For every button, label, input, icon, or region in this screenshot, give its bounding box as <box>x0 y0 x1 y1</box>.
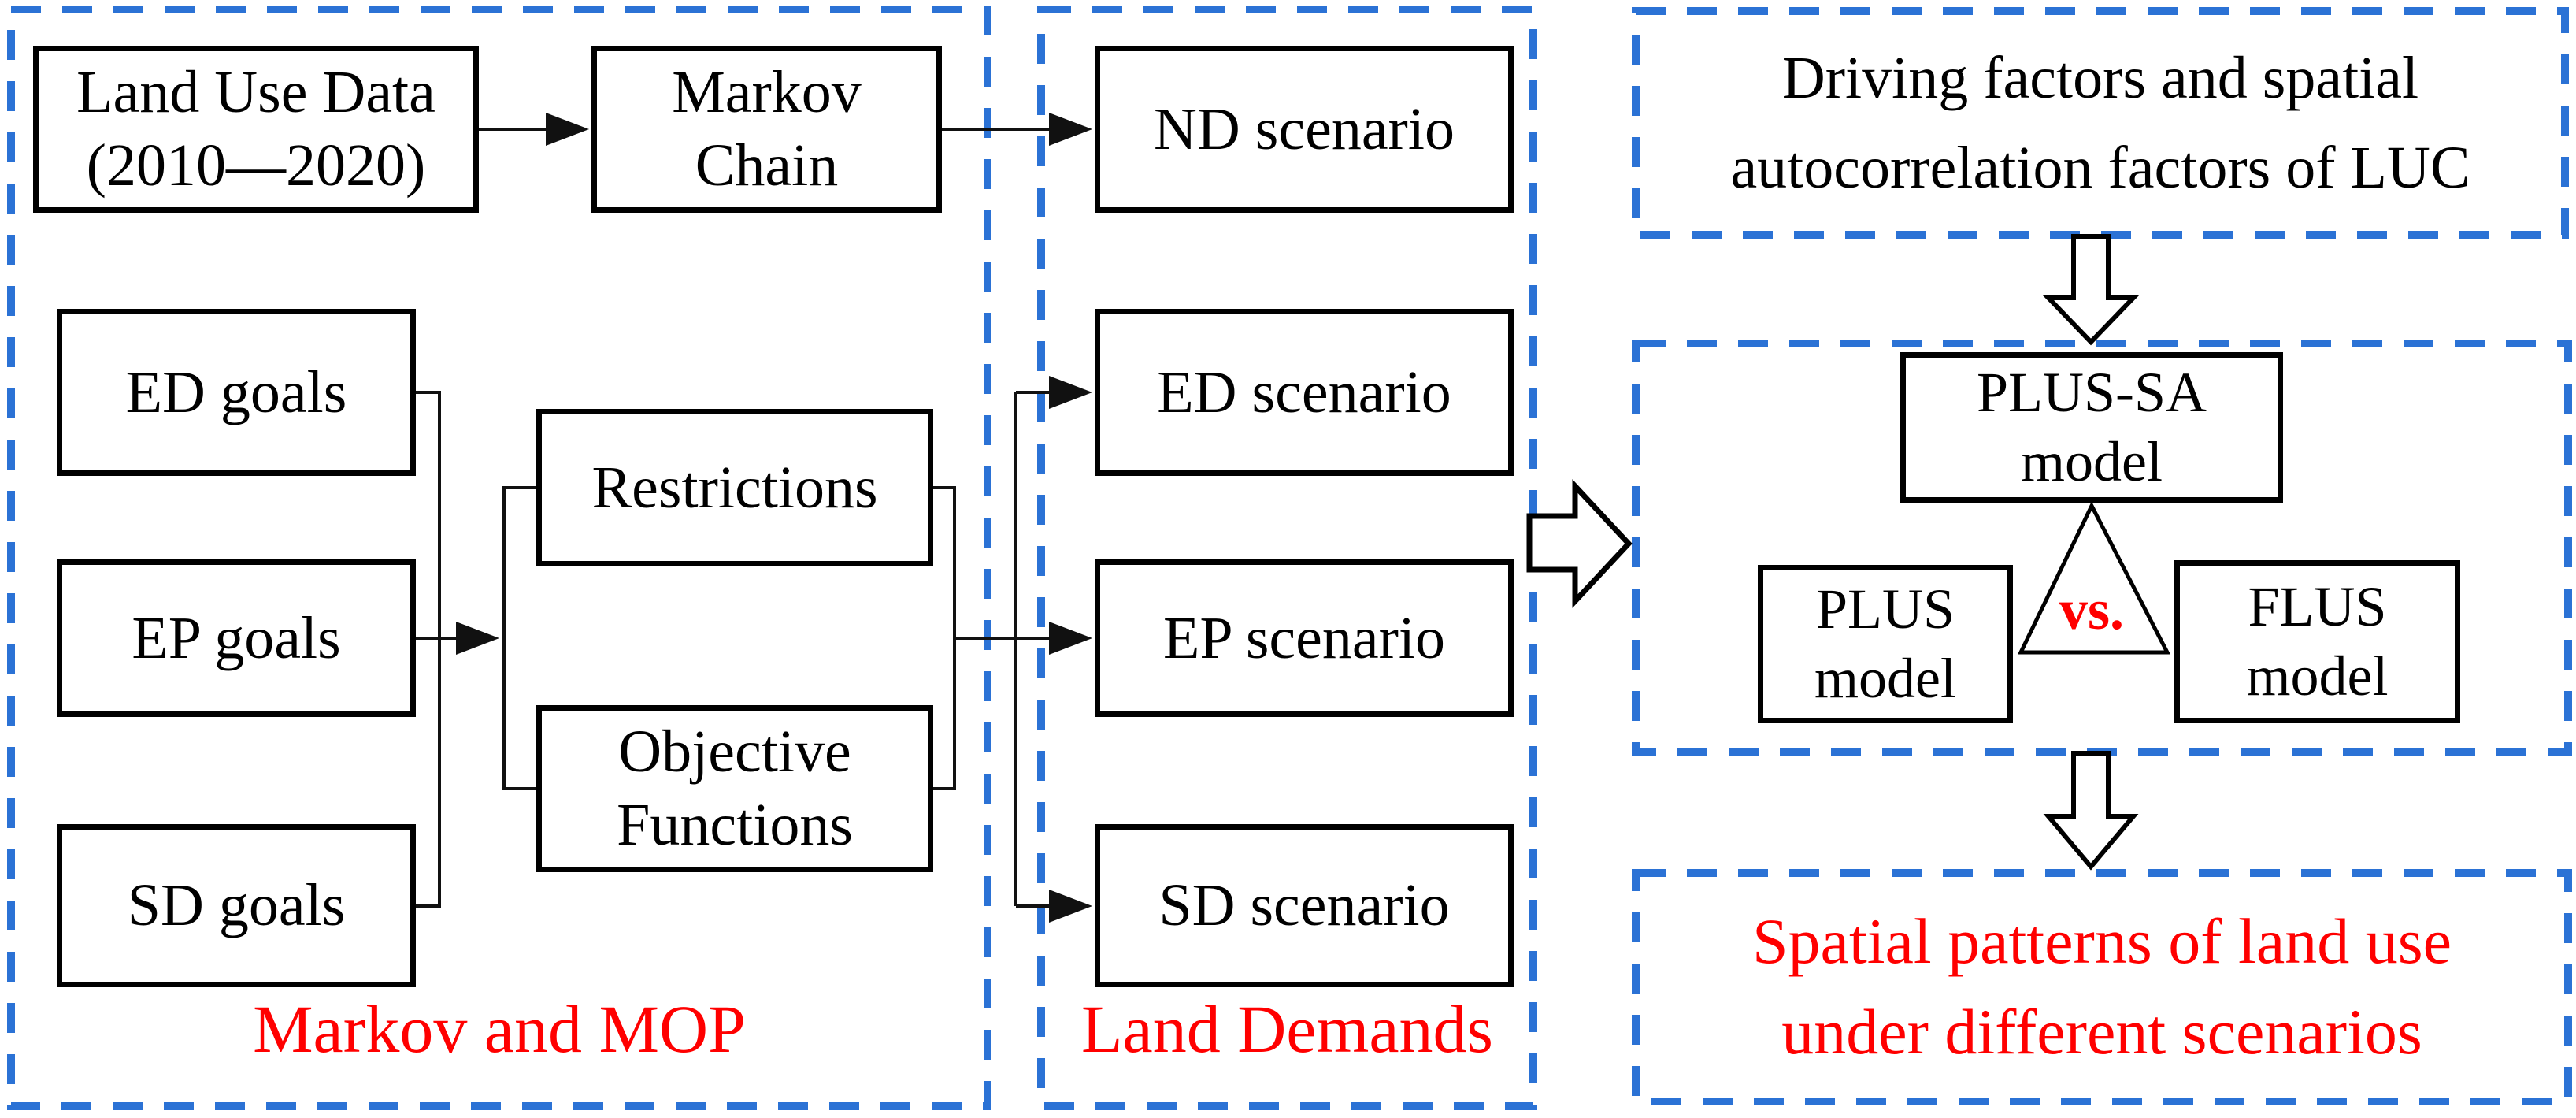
output-panel-border <box>1632 869 2572 1105</box>
restrictions-box: Restrictions <box>536 409 933 566</box>
sd-goals-box: SD goals <box>57 824 416 987</box>
fan-to-ed-arrowhead <box>1049 376 1092 409</box>
plus-model-box: PLUS model <box>1758 565 2013 723</box>
sd-scenario-box: SD scenario <box>1095 824 1514 987</box>
output-panel-text: Spatial patterns of land use under diffe… <box>1751 905 2452 1068</box>
versus-triangle <box>2018 501 2171 655</box>
ed-goals-box: ED goals <box>57 309 416 476</box>
mop-right-bracket <box>933 486 956 790</box>
plus-sa-model-box: PLUS-SA model <box>1900 352 2283 503</box>
markov-to-nd-arrowhead <box>1049 113 1092 146</box>
fan-to-ep-arrowhead <box>1049 622 1092 655</box>
objective-functions-box: Objective Functions <box>536 705 933 872</box>
land-use-data-box: Land Use Data (2010—2020) <box>33 46 479 213</box>
markov-mop-panel-border <box>7 6 991 1110</box>
mop-left-bracket <box>502 486 536 790</box>
landuse-to-markov-arrowhead <box>546 113 589 146</box>
models-to-output-down-arrow <box>2043 751 2139 871</box>
versus-label: vs. <box>2059 578 2125 641</box>
ep-scenario-box: EP scenario <box>1095 559 1514 717</box>
factors-to-models-down-arrow <box>2042 234 2140 346</box>
fan-to-sd-arrowhead <box>1049 890 1092 923</box>
demands-to-models-block-arrow <box>1526 479 1633 608</box>
markov-chain-box: Markov Chain <box>591 46 942 213</box>
land-demands-panel-label: Land Demands <box>1080 991 1493 1067</box>
driving-factors-panel-border <box>1632 7 2569 239</box>
goals-to-mop-arrowhead <box>456 622 499 655</box>
ep-goals-box: EP goals <box>57 559 416 717</box>
markov-mop-panel-label: Markov and MOP <box>253 991 746 1067</box>
goals-bracket <box>416 391 441 908</box>
ed-scenario-box: ED scenario <box>1095 309 1514 476</box>
nd-scenario-box: ND scenario <box>1095 46 1514 213</box>
driving-factors-text: Driving factors and spatial autocorrelat… <box>1730 45 2470 201</box>
flus-model-box: FLUS model <box>2174 560 2460 723</box>
